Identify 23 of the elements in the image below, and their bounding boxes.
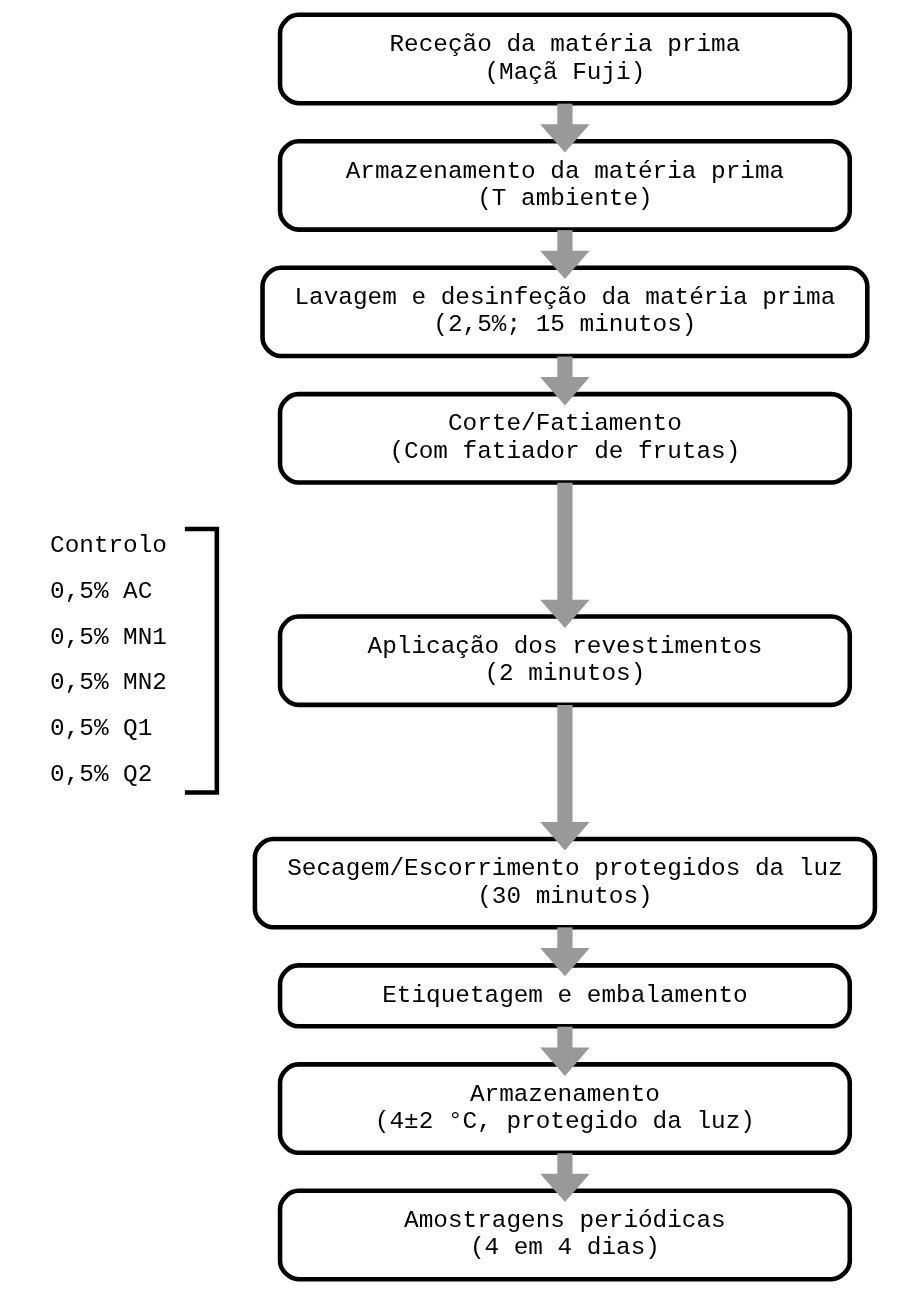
node-box: Lavagem e desinfeção da matéria prima (2,5%; 15 minutos) [260,265,870,359]
arrow [540,1153,590,1203]
node-box: Amostragens periódicas (4 em 4 dias) [277,1188,853,1282]
arrow [540,705,590,851]
node-box: Armazenamento da matéria prima (T ambiente) [277,139,853,232]
node-box: Receção da matéria prima (Maçã Fuji) [277,12,853,106]
arrow [540,103,590,153]
label: 0,5% Q1 [50,715,153,743]
node-box: Aplicação dos revestimentos (2 minutos) [277,614,853,708]
arrow [540,927,590,977]
label: 0,5% AC [50,577,153,605]
node-box: Etiquetagem e embalamento [277,963,853,1029]
label: Controlo [50,532,167,560]
label: 0,5% MN1 [50,623,167,651]
arrow [540,356,590,406]
node-box: Corte/Fatiamento (Com fatiador de frutas) [277,391,853,485]
arrow [540,482,590,629]
label: 0,5% Q2 [50,760,153,788]
arrow [540,230,590,279]
label: 0,5% MN2 [50,669,167,697]
node-box: Armazenamento (4±2 °C, protegido da luz) [277,1062,853,1155]
node-box: Secagem/Escorrimento protegidos da luz (30 minutos) [252,836,878,930]
arrow [540,1026,590,1076]
